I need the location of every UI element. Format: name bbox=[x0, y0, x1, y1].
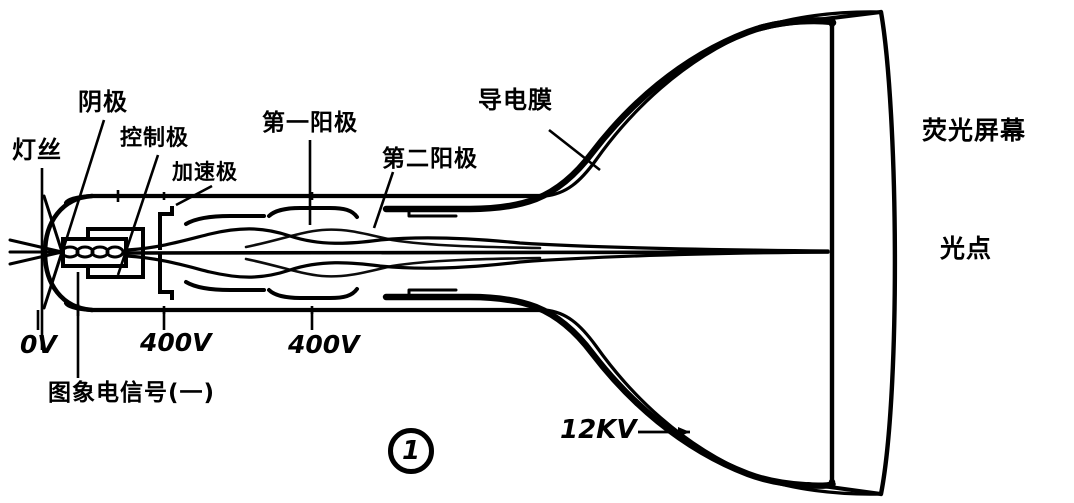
leader-line-accelerating-electrode bbox=[175, 184, 213, 207]
electron-beam-axis bbox=[125, 250, 830, 255]
label-first-anode-voltage: 400V bbox=[288, 330, 360, 359]
screen-face-outer bbox=[878, 9, 898, 497]
coating-step-top bbox=[407, 207, 458, 218]
label-second-anode: 第二阳极 bbox=[382, 146, 478, 172]
leader-line-cathode bbox=[61, 119, 106, 251]
second-anode-top-segment bbox=[184, 214, 266, 226]
electrode-stem-ticks bbox=[76, 190, 314, 316]
cathode-box bbox=[61, 237, 128, 268]
label-light-spot: 光点 bbox=[940, 234, 993, 263]
leader-line-conductive-coating bbox=[548, 128, 601, 172]
label-video-signal: 图象电信号(一) bbox=[48, 380, 216, 406]
control-grid-top bbox=[86, 227, 145, 254]
first-anode-bottom-plate bbox=[267, 287, 359, 300]
label-filament: 灯丝 bbox=[12, 136, 62, 164]
label-accelerating-electrode: 加速极 bbox=[172, 160, 238, 184]
leader-line-second-anode bbox=[372, 171, 395, 229]
label-coating-voltage: 12KV bbox=[560, 415, 637, 445]
electron-beam-lower-edge bbox=[125, 250, 830, 279]
second-anode-bottom-segment bbox=[184, 280, 266, 292]
figure-number: 1 bbox=[388, 428, 434, 474]
conductive-coating-top bbox=[382, 17, 836, 213]
coating-step-bottom bbox=[407, 288, 458, 299]
label-filament-voltage: 0V bbox=[20, 330, 57, 359]
filament-coil bbox=[60, 245, 125, 259]
control-grid-bottom bbox=[86, 252, 145, 279]
screen-face-top-edge bbox=[806, 10, 883, 23]
label-first-anode: 第一阳极 bbox=[262, 110, 358, 136]
first-anode-top-plate bbox=[267, 206, 359, 219]
beam-lobe-upper bbox=[244, 228, 542, 250]
screen-face-bottom-edge bbox=[806, 482, 883, 496]
label-conductive-coating: 导电膜 bbox=[478, 86, 553, 114]
beam-lobe-lower bbox=[244, 256, 542, 278]
bell-flare-top-outer-glass bbox=[544, 10, 882, 198]
label-fluorescent-screen: 荧光屏幕 bbox=[922, 116, 1027, 145]
filament-lead-wires bbox=[8, 194, 64, 310]
conductive-coating-bottom bbox=[382, 293, 836, 489]
label-cathode: 阴极 bbox=[78, 88, 128, 116]
tube-neck-bottom-wall bbox=[63, 300, 548, 313]
leader-line-control-grid bbox=[116, 154, 160, 276]
accelerating-electrode-top bbox=[158, 206, 174, 250]
accelerating-electrode-bottom bbox=[158, 254, 174, 300]
label-grid-voltage: 400V bbox=[140, 328, 212, 357]
electron-beam-upper-edge bbox=[125, 227, 830, 253]
voltage-arrow-12kv bbox=[638, 427, 690, 437]
label-control-grid: 控制极 bbox=[120, 126, 190, 151]
tube-neck-top-wall bbox=[63, 193, 548, 206]
